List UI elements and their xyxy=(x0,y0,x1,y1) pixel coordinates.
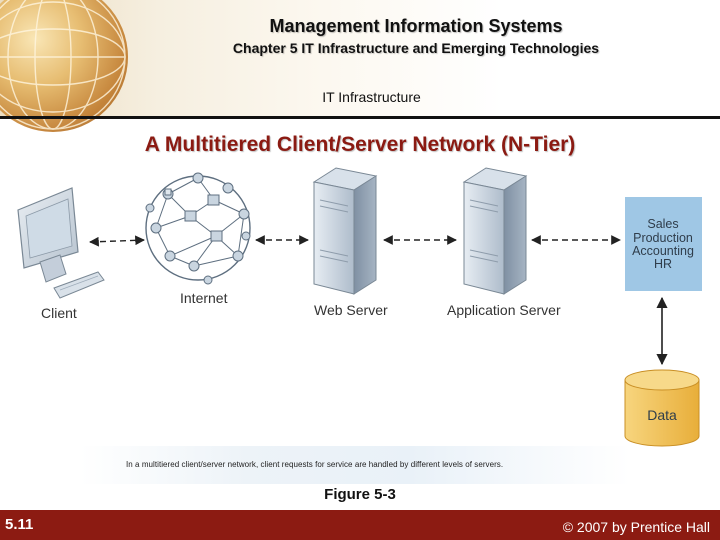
data-label: Data xyxy=(647,407,677,423)
web-server-icon xyxy=(312,167,378,295)
internet-network-icon xyxy=(145,172,251,285)
figure-caption: In a multitiered client/server network, … xyxy=(126,460,504,469)
data-storage-icon xyxy=(624,369,700,447)
section-title: IT Infrastructure xyxy=(322,89,421,105)
header-divider xyxy=(0,116,720,119)
client-internet-link xyxy=(89,235,145,247)
n-tier-network-diagram: Sales Production Accounting HR Data xyxy=(17,167,702,447)
chapter-title: Chapter 5 IT Infrastructure and Emerging… xyxy=(232,40,600,56)
application-server-label: Application Server xyxy=(447,302,561,318)
course-title: Management Information Systems xyxy=(269,16,563,36)
web-server-label: Web Server xyxy=(314,302,388,318)
internet-label: Internet xyxy=(180,290,228,306)
slide-title: A Multitiered Client/Server Network (N-T… xyxy=(144,133,576,156)
dept-sales: Sales xyxy=(647,217,678,231)
application-server-icon xyxy=(462,167,528,295)
dept-hr: HR xyxy=(654,257,672,271)
copyright-notice: © 2007 by Prentice Hall xyxy=(562,519,710,535)
caption-background xyxy=(80,446,630,484)
dept-production: Production xyxy=(633,231,693,245)
slide-footer: 5.11 © 2007 by Prentice Hall xyxy=(0,510,720,540)
dept-accounting: Accounting xyxy=(632,244,694,258)
slide-number: 5.11 xyxy=(5,516,34,533)
client-computer-icon xyxy=(17,187,105,299)
client-label: Client xyxy=(41,305,77,321)
departments-box xyxy=(625,197,702,291)
figure-label: Figure 5-3 xyxy=(324,486,396,503)
globe-grid-lines xyxy=(0,0,126,130)
